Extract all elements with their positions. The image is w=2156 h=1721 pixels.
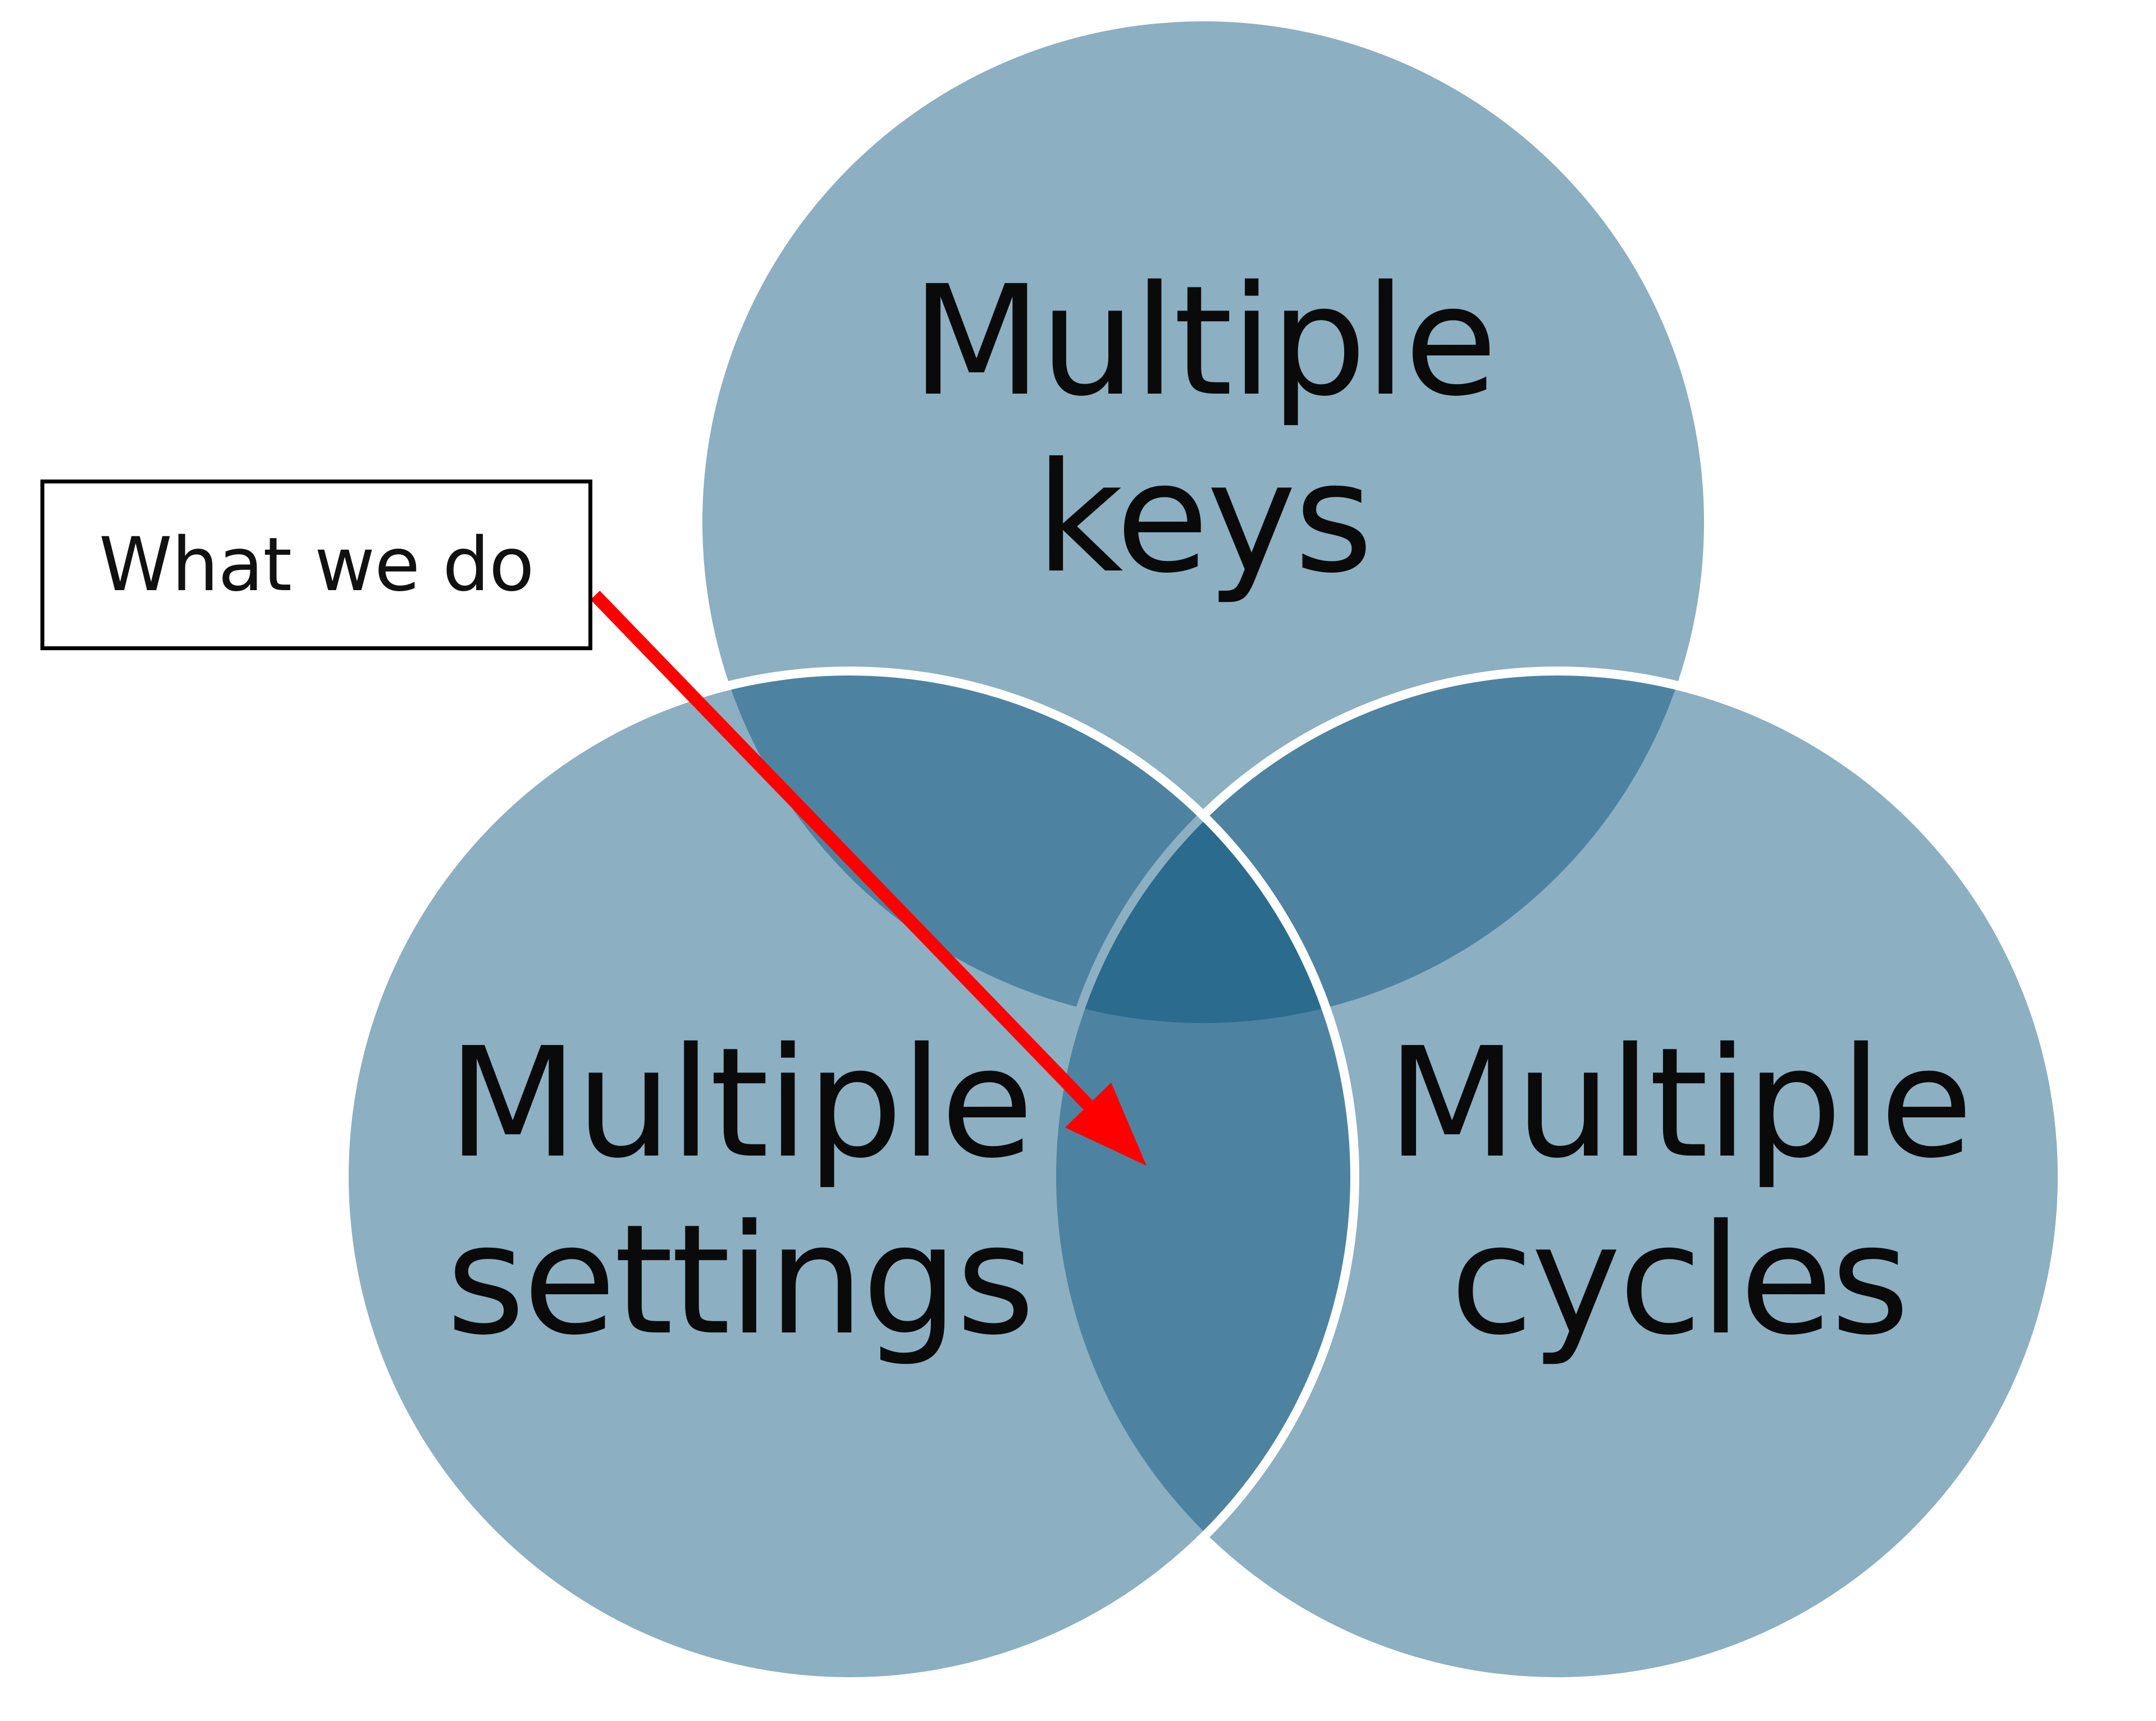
label-keys-line2: keys (1035, 430, 1373, 606)
label-settings-line1: Multiple (447, 1015, 1034, 1192)
label-cycles-line1: Multiple (1386, 1015, 1974, 1192)
circle-multiple-keys (693, 12, 1713, 1032)
label-cycles-line2: cycles (1450, 1192, 1910, 1368)
circle-multiple-settings (340, 667, 1359, 1686)
label-multiple-keys: Multiple keys (754, 253, 1652, 606)
red-arrow (590, 591, 1146, 1166)
label-multiple-settings: Multiple settings (290, 1015, 1189, 1368)
red-arrow-shaft (590, 591, 1093, 1110)
label-multiple-cycles: Multiple cycles (1230, 1015, 2128, 1368)
callout-text: What we do (99, 522, 534, 608)
circle-multiple-cycles (1047, 667, 2067, 1686)
label-keys-line1: Multiple (911, 253, 1498, 430)
red-arrow-head-icon (1065, 1083, 1146, 1166)
callout-what-we-do: What we do (40, 480, 592, 650)
label-settings-line2: settings (446, 1192, 1035, 1368)
